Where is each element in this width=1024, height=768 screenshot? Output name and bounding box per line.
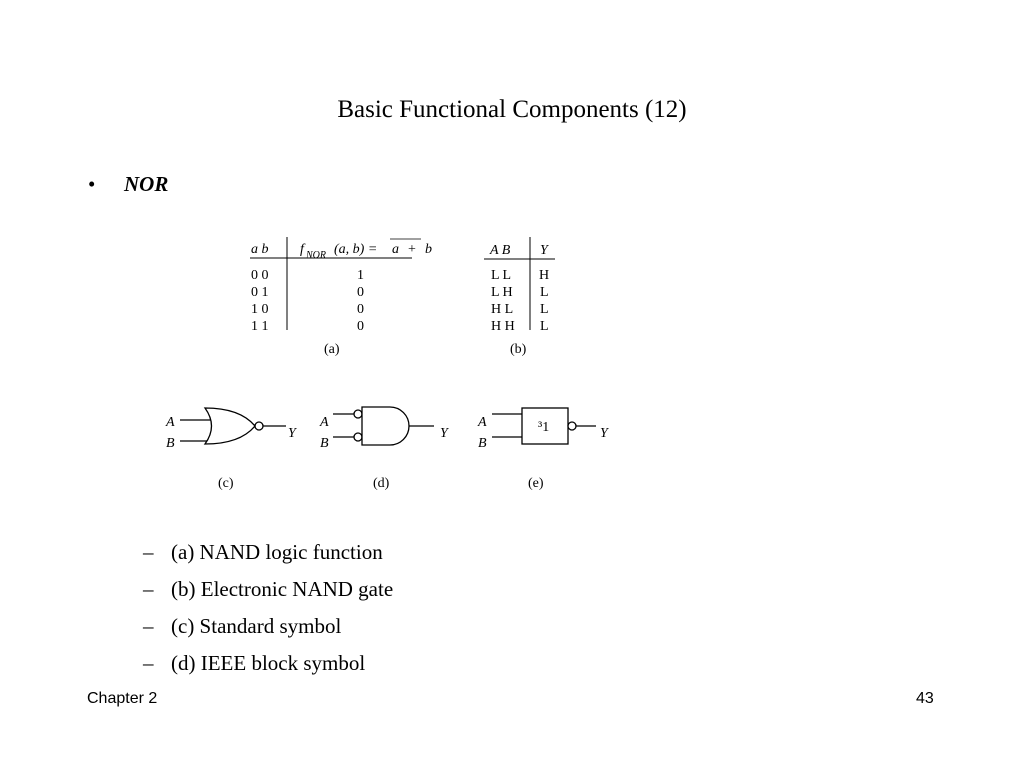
sub-item-text: (c) Standard symbol	[171, 614, 342, 638]
table-b-input-row: H L	[491, 302, 513, 317]
table-b-header-inputs: A B	[489, 243, 511, 258]
sub-item: –(a) NAND logic function	[143, 540, 383, 565]
table-a-output: 0	[357, 285, 364, 300]
symbol-e-out: Y	[600, 426, 610, 441]
sub-item-marker: –	[143, 577, 154, 601]
sub-item-marker: –	[143, 540, 154, 564]
truth-table-b: A B Y L L L H H L H H H L L L (b)	[484, 237, 555, 357]
sub-item: –(b) Electronic NAND gate	[143, 577, 393, 602]
bullet-label: NOR	[124, 172, 169, 196]
symbol-d-in-a: A	[319, 415, 329, 430]
input-bubble-b	[353, 432, 363, 442]
input-bubble-a	[353, 409, 363, 419]
table-b-input-row: H H	[491, 319, 515, 334]
table-a-output: 1	[357, 268, 364, 283]
and-gate-body	[361, 406, 410, 446]
sub-item-text: (d) IEEE block symbol	[171, 651, 366, 675]
table-b-input-row: L L	[491, 268, 511, 283]
caption-c: (c)	[218, 476, 234, 491]
caption-b: (b)	[510, 342, 527, 357]
caption-d: (d)	[373, 476, 390, 491]
table-a-output: 0	[357, 319, 364, 334]
symbol-c-in-a: A	[165, 415, 175, 430]
table-a-header-a: a	[392, 242, 399, 257]
nor-gate-standard-symbol	[180, 407, 286, 445]
caption-a: (a)	[324, 342, 340, 357]
sub-item: –(c) Standard symbol	[143, 614, 341, 639]
table-a-header-args: (a, b) =	[334, 242, 377, 257]
table-b-output: H	[539, 268, 549, 283]
table-b-header-output: Y	[540, 243, 550, 258]
bullet-marker: •	[88, 172, 96, 196]
sub-item-marker: –	[143, 651, 154, 675]
symbol-e-in-b: B	[478, 436, 487, 451]
symbol-d-in-b: B	[320, 436, 329, 451]
table-a-header-inputs: a b	[251, 242, 269, 257]
footer-page-number: 43	[916, 690, 934, 707]
symbol-d-out: Y	[440, 426, 450, 441]
nor-gate-ieee-symbol	[492, 407, 596, 445]
sub-item-text: (a) NAND logic function	[171, 540, 383, 564]
sub-item-marker: –	[143, 614, 154, 638]
table-a-input-row: 1 1	[251, 319, 269, 334]
table-b-input-row: L H	[491, 285, 513, 300]
nor-gate-demorgan-symbol	[333, 406, 434, 446]
ieee-block-label: ³1	[538, 420, 549, 435]
truth-table-a: a b f NOR (a, b) = a + b 0 0 0 1 1 0 1 1…	[250, 237, 432, 357]
sub-item: –(d) IEEE block symbol	[143, 651, 365, 676]
table-b-output: L	[540, 319, 549, 334]
inversion-bubble	[567, 421, 577, 431]
symbol-e-in-a: A	[477, 415, 487, 430]
or-gate-body	[203, 407, 256, 445]
table-b-output: L	[540, 285, 549, 300]
table-a-output: 0	[357, 302, 364, 317]
bullet-nor: • NOR	[88, 172, 168, 197]
slide-title: Basic Functional Components (12)	[337, 96, 687, 123]
table-a-input-row: 1 0	[251, 302, 269, 317]
table-a-header-f: f	[300, 242, 306, 257]
sub-item-text: (b) Electronic NAND gate	[171, 577, 394, 601]
inversion-bubble	[254, 421, 264, 431]
table-a-input-row: 0 0	[251, 268, 269, 283]
table-b-output: L	[540, 302, 549, 317]
table-a-header-b: b	[425, 242, 432, 257]
symbol-c-in-b: B	[166, 436, 175, 451]
table-a-input-row: 0 1	[251, 285, 269, 300]
table-a-header-plus: +	[408, 242, 416, 257]
caption-e: (e)	[528, 476, 544, 491]
symbol-c-out: Y	[288, 426, 298, 441]
table-a-header-sub: NOR	[305, 250, 326, 261]
footer-chapter: Chapter 2	[87, 690, 158, 707]
